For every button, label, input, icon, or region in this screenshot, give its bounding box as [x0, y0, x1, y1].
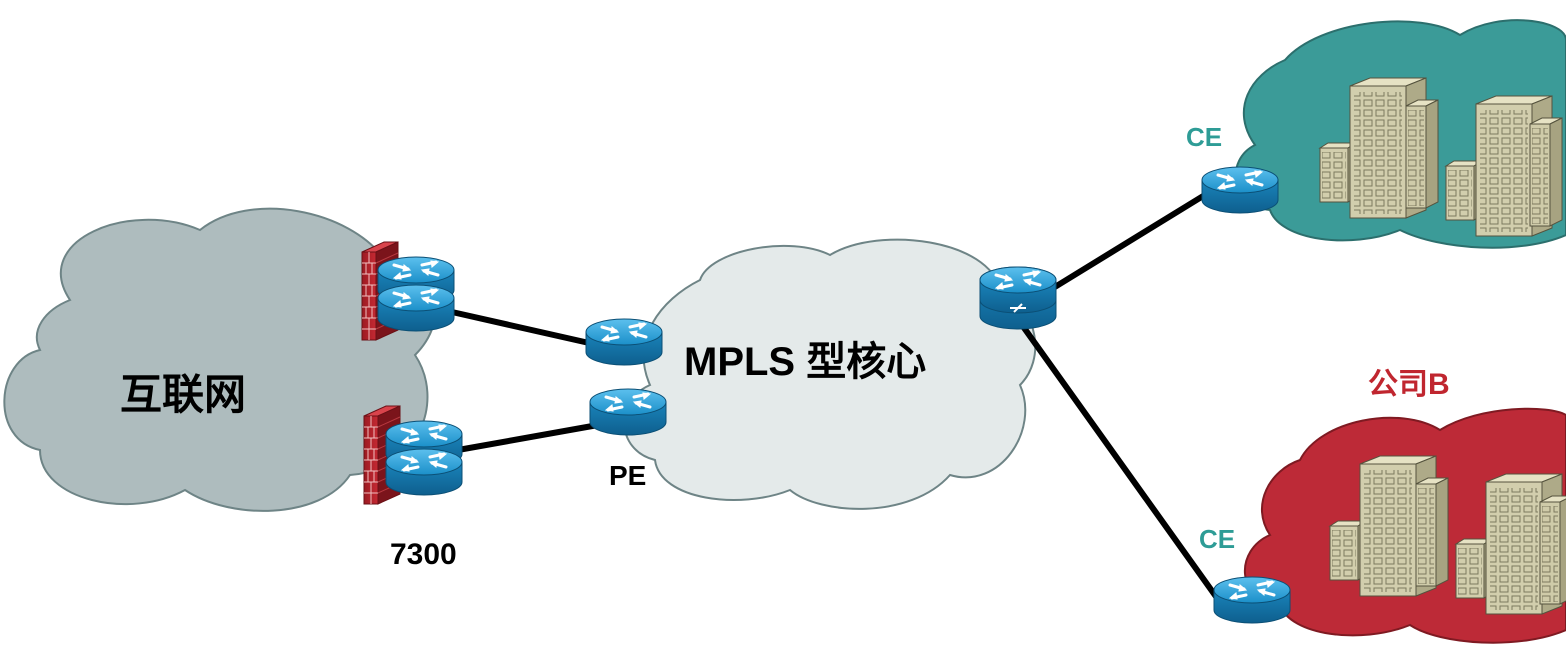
router-pe-top: [584, 317, 664, 367]
link-firewall-top-to-pe: [449, 309, 601, 348]
mpls-core-label: MPLS 型核心: [684, 340, 927, 384]
link-firewall-bottom-to-pe: [455, 422, 601, 453]
router-7300-top-b: [376, 283, 456, 333]
router-pe-bottom: [588, 387, 668, 437]
network-links: [449, 190, 1225, 608]
layer3-switch-icon: [978, 265, 1058, 330]
ce-bottom-label: CE: [1199, 524, 1236, 554]
ce-top-label: CE: [1186, 122, 1223, 152]
company-b-label: 公司B: [1368, 368, 1450, 401]
link-core-to-ce-bottom: [1019, 322, 1225, 608]
router-ce-bottom: [1212, 575, 1292, 625]
pe-label: PE: [609, 460, 647, 491]
device-7300-label: 7300: [390, 538, 457, 571]
router-ce-top: [1200, 165, 1280, 215]
internet-label: 互联网: [120, 371, 247, 418]
router-7300-bottom-b: [384, 447, 464, 497]
link-core-to-ce-top: [1047, 190, 1211, 293]
